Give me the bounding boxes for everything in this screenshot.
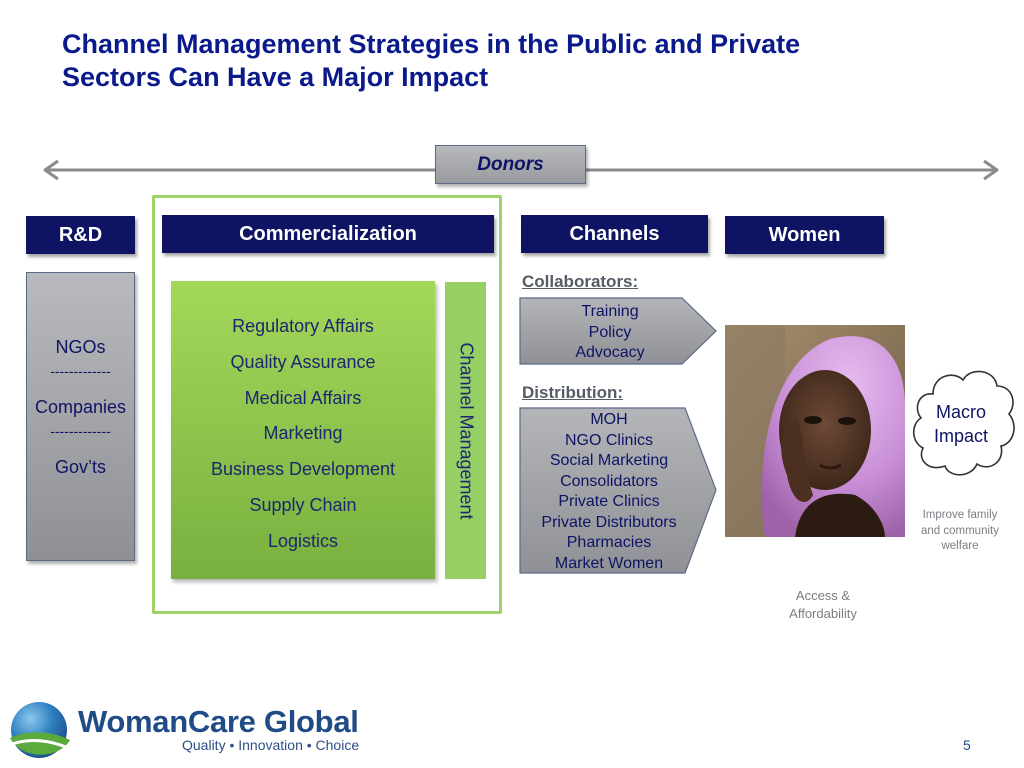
donors-label: Donors	[477, 153, 544, 175]
rd-label: R&D	[58, 223, 103, 246]
rd-header: R&D	[26, 216, 135, 254]
distribution-item: MOH	[590, 411, 628, 428]
channel-management-label: Channel Management	[456, 341, 476, 520]
rd-item-companies: Companies	[34, 397, 127, 417]
access-caption-line1: Access &	[795, 588, 851, 603]
collaborators-chevron	[519, 297, 717, 365]
collaborator-item: Policy	[588, 323, 632, 341]
commercialization-item: Logistics	[267, 530, 339, 551]
commercialization-list-box: Regulatory Affairs Quality Assurance Med…	[171, 281, 435, 579]
women-header: Women	[725, 216, 884, 254]
commercialization-item: Marketing	[263, 423, 343, 444]
channels-header: Channels	[521, 215, 708, 253]
distribution-heading: Distribution:	[522, 383, 624, 402]
distribution-item: Private Clinics	[558, 493, 660, 510]
page-number: 5	[963, 737, 971, 753]
collaborator-item: Advocacy	[575, 344, 645, 361]
macro-impact-line2: Impact	[933, 426, 989, 446]
woman-photo	[725, 325, 905, 537]
commercialization-label: Commercialization	[239, 222, 417, 245]
macro-impact-line1: Macro	[935, 402, 986, 422]
macro-impact-text: Macro Impact	[915, 400, 1007, 448]
commercialization-frame	[152, 195, 502, 614]
slide-title-line2: Sectors Can Have a Major Impact	[62, 62, 489, 92]
channel-management-bar: Channel Management	[445, 282, 486, 579]
improve-caption-line1: Improve family	[922, 509, 998, 521]
distribution-item: Pharmacies	[566, 534, 652, 551]
commercialization-item: Regulatory Affairs	[232, 316, 374, 336]
rd-divider: -------------	[50, 363, 111, 379]
donors-box: Donors	[435, 145, 586, 184]
commercialization-header: Commercialization	[162, 215, 494, 253]
women-label: Women	[768, 223, 841, 246]
commercialization-item: Quality Assurance	[230, 351, 376, 372]
rd-list-box: NGOs ------------- Companies -----------…	[26, 272, 135, 561]
distribution-chevron	[519, 407, 717, 574]
access-caption-line2: Affordability	[789, 606, 857, 621]
commercialization-item: Supply Chain	[249, 494, 357, 515]
distribution-list: MOH NGO Clinics Social Marketing Consoli…	[528, 410, 690, 574]
womancare-logo-icon	[10, 702, 70, 758]
improve-caption-line3: welfare	[941, 540, 979, 552]
rd-divider: -------------	[50, 423, 111, 439]
access-caption: Access & Affordability	[763, 587, 883, 623]
brand-name: WomanCare Global	[78, 704, 359, 739]
improve-caption: Improve family and community welfare	[905, 508, 1015, 555]
rd-item-govts: Gov’ts	[54, 457, 106, 477]
distribution-item: NGO Clinics	[564, 431, 653, 449]
cloud-shape	[912, 370, 1015, 476]
distribution-item: Market Women	[554, 554, 664, 572]
distribution-item: Consolidators	[560, 472, 658, 490]
collaborators-heading: Collaborators:	[522, 272, 639, 291]
commercialization-item: Medical Affairs	[244, 387, 362, 408]
slide-title: Channel Management Strategies in the Pub…	[62, 28, 1002, 94]
distribution-item: Social Marketing	[549, 452, 669, 469]
collaborator-item: Training	[581, 303, 639, 320]
rd-item-ngos: NGOs	[55, 337, 106, 357]
channels-label: Channels	[569, 222, 660, 245]
collaborators-list: Training Policy Advocacy	[540, 302, 680, 364]
brand-tagline: Quality • Innovation • Choice	[182, 737, 360, 753]
commercialization-item: Business Development	[210, 459, 396, 480]
distribution-item: Private Distributors	[541, 513, 677, 531]
improve-caption-line2: and community	[921, 524, 999, 537]
slide-title-line1: Channel Management Strategies in the Pub…	[62, 29, 801, 59]
